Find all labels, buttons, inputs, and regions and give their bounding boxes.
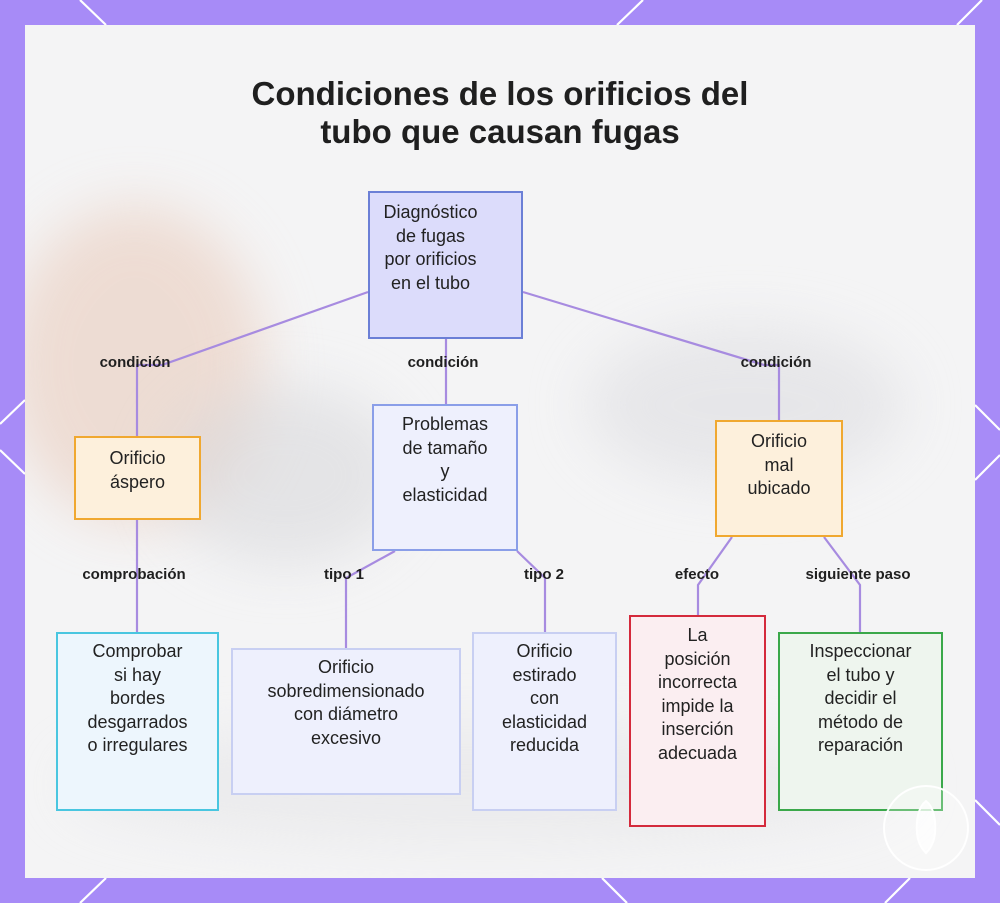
edge-label-check: comprobación [82,566,186,583]
edge-label-condition-left: condición [99,354,171,371]
node-inspect-tube: Inspeccionar el tubo y decidir el método… [778,632,943,811]
edge-label-type1: tipo 1 [324,566,364,583]
connector-root-rough [135,290,369,436]
edge-label-type2: tipo 2 [524,566,564,583]
connector-size-oversized [344,550,396,648]
node-rough-hole: Orificio áspero [74,436,201,520]
edge-label-condition-center: condición [407,354,479,371]
logo-badge [883,785,969,871]
background-blur [165,385,405,565]
node-oversized-hole: Orificio sobredimensionado con diámetro … [231,648,461,795]
connector-misplaced-inspect [823,536,862,632]
edge-label-next-step: siguiente paso [805,566,911,583]
connector-root-misplaced [522,290,781,420]
connector-size-stretched [516,550,547,632]
node-misplaced-hole: Orificio mal ubicado [715,420,843,537]
node-stretched-hole: Orificio estirado con elasticidad reduci… [472,632,617,811]
node-size-elasticity: Problemas de tamaño y elasticidad [372,404,518,551]
edge-label-effect: efecto [674,566,720,583]
diagram-panel: Condiciones de los orificios del tubo qu… [25,25,975,878]
diagram-title: Condiciones de los orificios del tubo qu… [251,75,749,150]
connectors [135,290,862,648]
node-wrong-position: La posición incorrecta impide la inserci… [629,615,766,827]
edge-label-condition-right: condición [740,354,812,371]
connector-misplaced-position [696,536,733,615]
node-check-edges: Comprobar si hay bordes desgarrados o ir… [56,632,219,811]
node-root: Diagnóstico de fugas por orificios en el… [368,191,523,339]
logo-icon [915,799,937,855]
